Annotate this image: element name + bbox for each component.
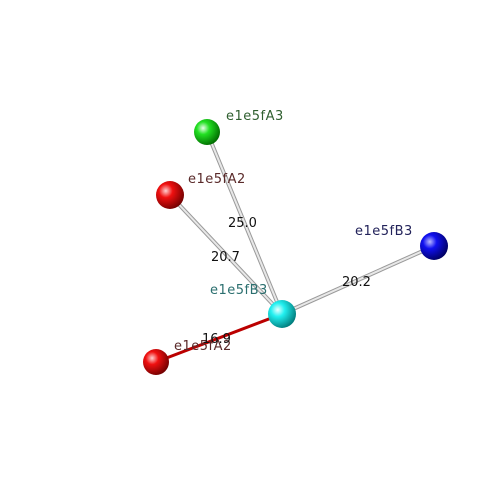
- distance-blue-center: 20.2: [342, 275, 371, 290]
- label-red-top: e1e5fA2: [188, 172, 246, 187]
- edge-red-bottom-center: [155, 312, 283, 364]
- label-red-bottom: e1e5fA2: [174, 339, 232, 354]
- label-center: e1e5fB3: [210, 283, 268, 298]
- edge-blue-center: [281, 244, 435, 316]
- distance-red-top-center: 20.7: [211, 250, 240, 265]
- edge-red-top-center: [168, 193, 284, 316]
- atom-green[interactable]: [194, 119, 220, 145]
- atom-red-bottom[interactable]: [143, 349, 169, 375]
- atom-blue[interactable]: [420, 232, 448, 260]
- label-green: e1e5fA3: [226, 109, 284, 124]
- distance-red-bottom-center: 16.9: [202, 332, 231, 347]
- label-blue: e1e5fB3: [355, 224, 413, 239]
- edge-green-center: [205, 131, 284, 315]
- distance-green-center: 25.0: [228, 216, 257, 231]
- atom-red-top[interactable]: [156, 181, 184, 209]
- atom-cyan-center[interactable]: [268, 300, 296, 328]
